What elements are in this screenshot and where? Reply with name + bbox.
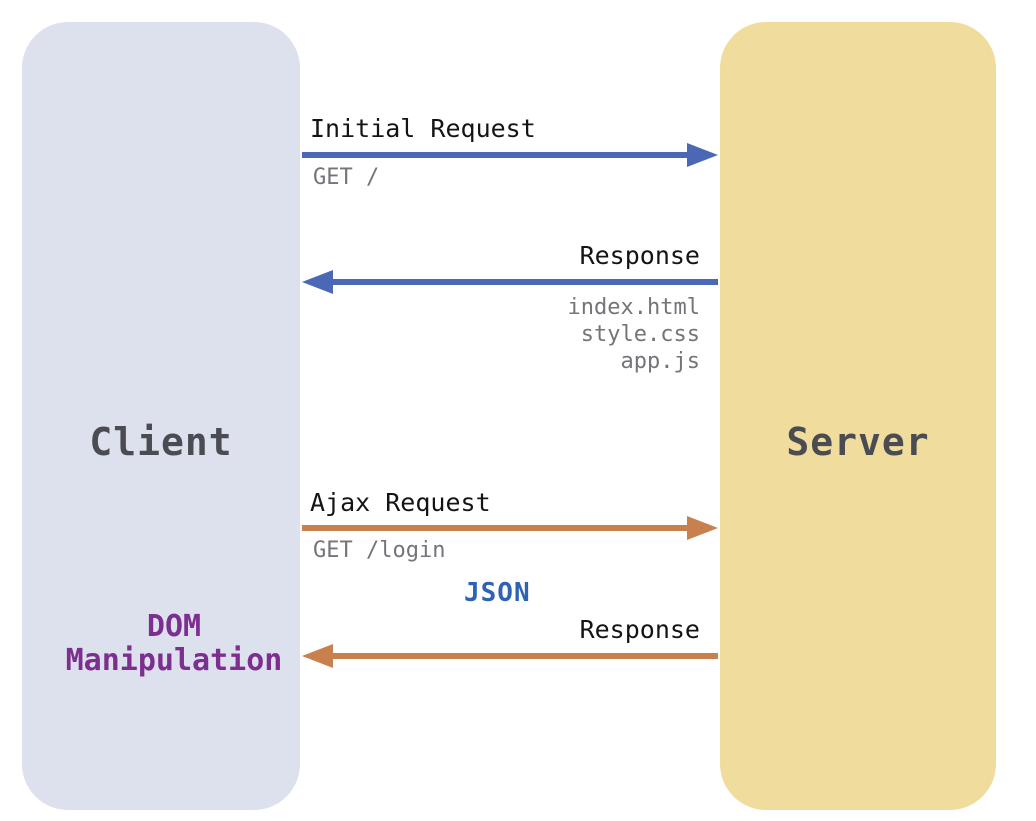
initial-response-label: Response xyxy=(579,241,700,270)
response-file-html: index.html xyxy=(567,295,700,320)
dom-manipulation-line1: DOM xyxy=(146,609,202,644)
client-box: Client xyxy=(22,22,300,810)
initial-response-arrow xyxy=(302,270,718,294)
initial-request-label: Initial Request xyxy=(310,114,536,143)
response-file-js: app.js xyxy=(620,349,700,374)
initial-response-files: index.html style.css app.js xyxy=(450,294,700,375)
ajax-request-detail: GET /login xyxy=(313,538,446,563)
json-payload-label: JSON xyxy=(464,578,531,608)
response-file-css: style.css xyxy=(580,322,700,347)
dom-manipulation-line2: Manipulation xyxy=(65,643,283,678)
dom-manipulation-note: DOM Manipulation xyxy=(33,610,315,678)
initial-request-detail: GET / xyxy=(313,165,380,190)
client-label: Client xyxy=(89,420,233,464)
server-box: Server xyxy=(720,22,996,810)
server-label: Server xyxy=(786,420,930,464)
ajax-request-label: Ajax Request xyxy=(310,488,491,517)
initial-request-arrow xyxy=(302,143,718,167)
ajax-response-arrow xyxy=(302,644,718,668)
ajax-request-arrow xyxy=(302,516,718,540)
ajax-response-label: Response xyxy=(579,615,700,644)
